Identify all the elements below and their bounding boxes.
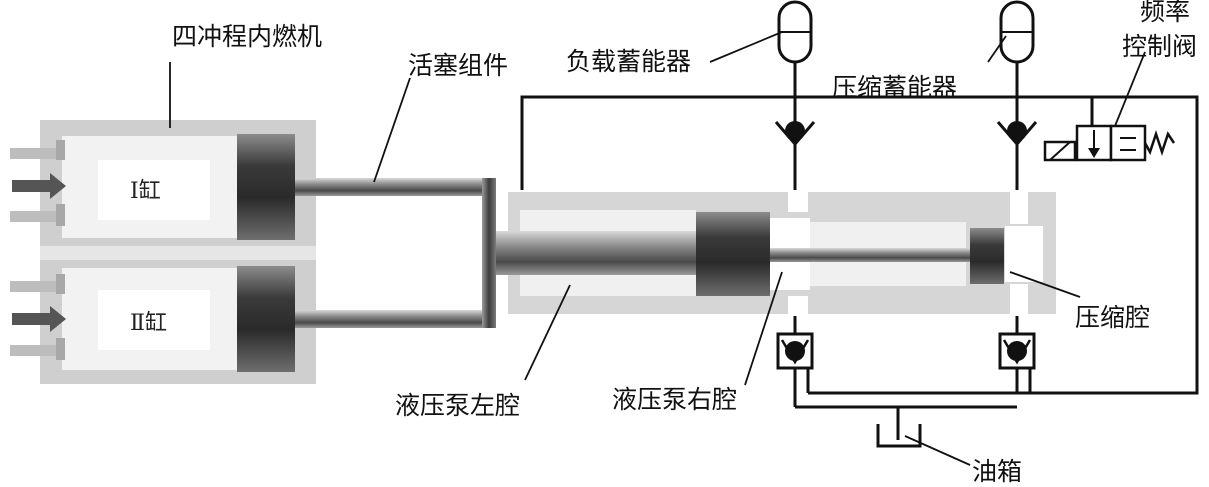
piston-assembly-label: 活塞组件: [408, 51, 508, 80]
engine-label: 四冲程内燃机: [172, 22, 322, 51]
frequency-valve-label-line2: 控制阀: [1122, 32, 1197, 61]
pump-left-chamber-label: 液压泵左腔: [395, 391, 520, 420]
hydraulic-pump: [496, 190, 1056, 316]
check-valve-box-icon: [776, 332, 814, 370]
check-valve-icon: [774, 121, 816, 147]
frequency-control-valve: [1043, 124, 1176, 162]
engine-block: [40, 120, 316, 384]
cylinder-2-label: Ⅱ缸: [130, 311, 167, 336]
oil-tank-icon: [876, 424, 922, 448]
leader-lines: [169, 31, 1146, 466]
frequency-valve-label-line1: 频率: [1140, 0, 1190, 26]
intake-arrow-icon-2: [12, 306, 66, 332]
intake-arrow-icon: [12, 173, 66, 199]
compression-accumulator-label: 压缩蓄能器: [832, 73, 957, 102]
compression-accumulator: [999, 0, 1035, 64]
piston-assembly: [295, 178, 496, 328]
check-valve-icon-2: [996, 121, 1038, 147]
check-valve-box-icon-2: [998, 332, 1036, 370]
engine-ports: [10, 140, 66, 360]
load-accumulator-label: 负载蓄能器: [566, 47, 691, 76]
oil-tank-label: 油箱: [972, 457, 1022, 486]
cylinder-1-label: Ⅰ缸: [130, 179, 161, 204]
compression-chamber-label: 压缩腔: [1075, 303, 1150, 332]
pump-right-chamber-label: 液压泵右腔: [612, 385, 737, 414]
load-accumulator: [777, 0, 813, 64]
